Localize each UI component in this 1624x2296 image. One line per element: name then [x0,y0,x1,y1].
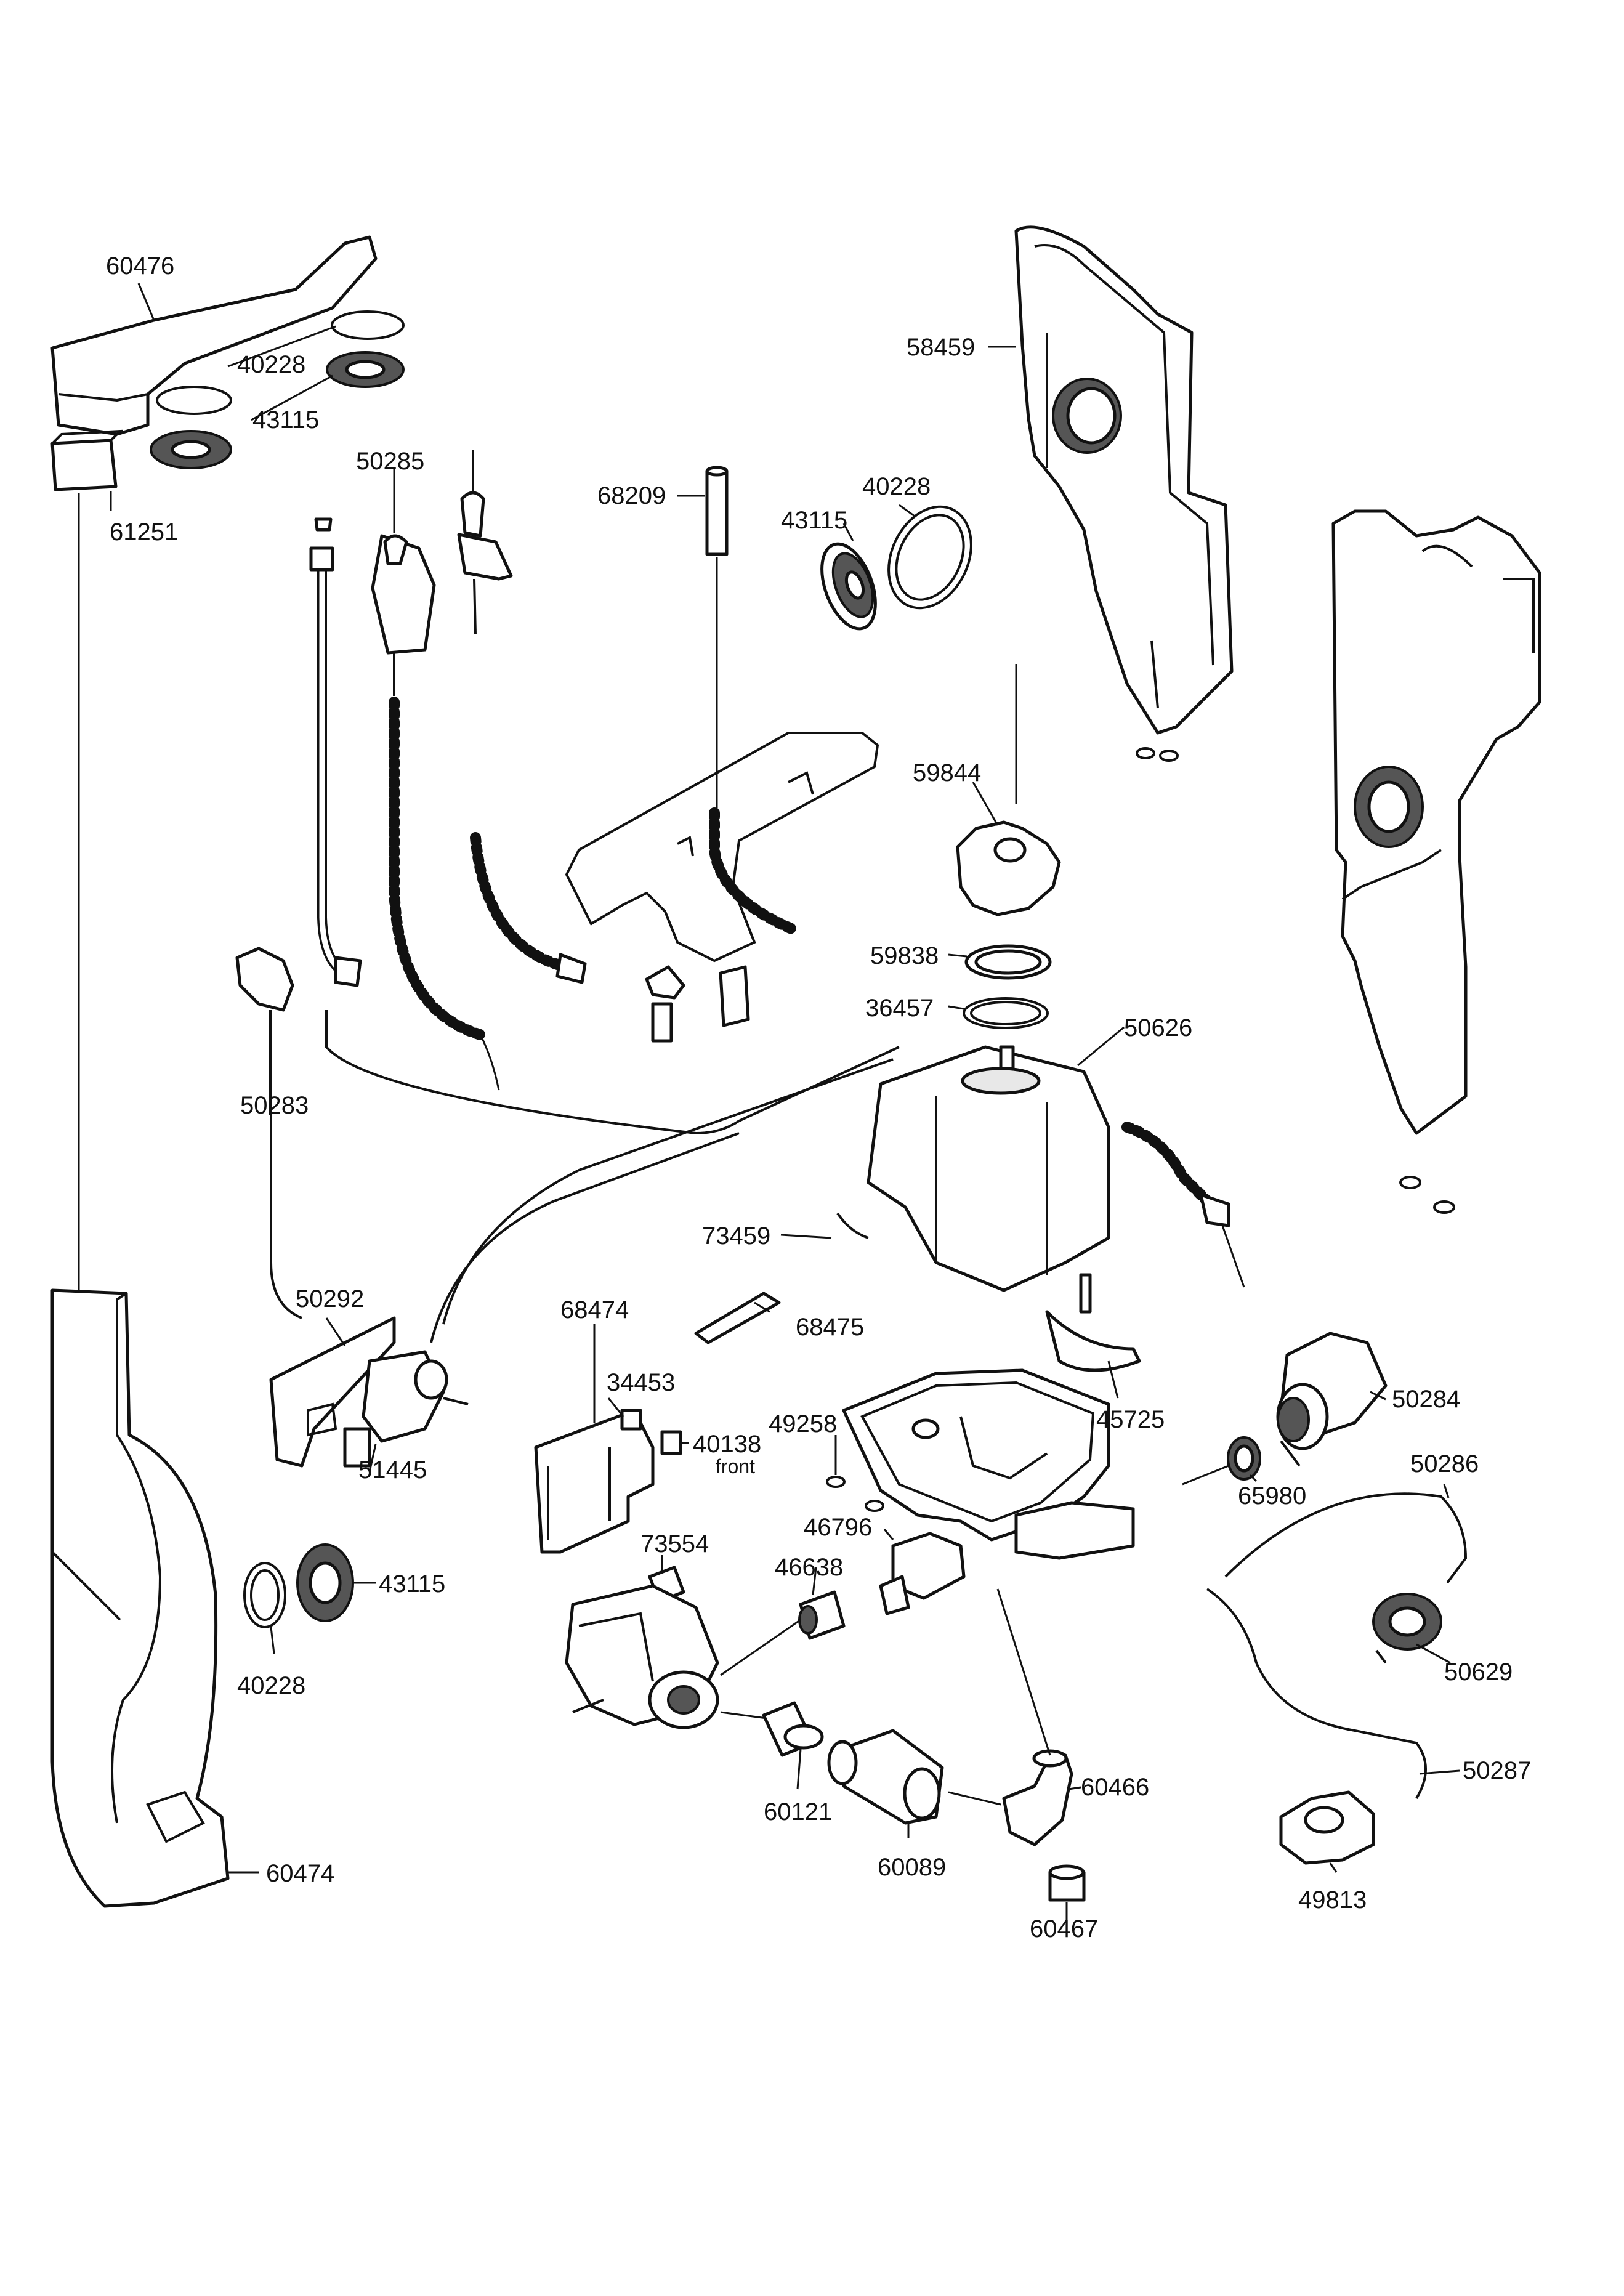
leader-sump-elbow [996,1588,1051,1756]
label-50286: 50286 [1410,1450,1479,1477]
label-49258: 49258 [769,1410,837,1437]
wire-valve [442,1058,894,1325]
label-59838: 59838 [870,942,939,969]
part-36457-seal[interactable] [963,997,1049,1029]
part-50284-drain-pump[interactable] [1276,1332,1388,1467]
label-43115-mid: 43115 [781,507,847,534]
part-40138-clip[interactable] [660,1430,682,1455]
part-46796-flow-sensor[interactable] [879,1532,966,1615]
leader-softener-hose [1221,1225,1245,1288]
label-65980: 65980 [1238,1482,1306,1510]
label-40138-front: front [716,1455,755,1477]
label-45725: 45725 [1096,1406,1165,1433]
label-60467: 60467 [1030,1915,1098,1942]
part-68475-strip[interactable] [694,1292,781,1344]
part-60467-cap[interactable] [1048,1864,1086,1902]
label-61251: 61251 [110,519,178,546]
wire-long [325,1010,900,1135]
label-73554: 73554 [640,1530,709,1558]
part-50629-pressure-switch[interactable] [1372,1593,1442,1664]
part-spray-housing-right[interactable] [1331,509,1541,1135]
part-50286-tube[interactable] [1224,1492,1468,1584]
label-60466: 60466 [1081,1774,1149,1801]
hose-73459[interactable] [836,1212,869,1239]
label-40228-mid: 40228 [862,473,931,500]
part-50287-tube[interactable] [1206,1588,1427,1800]
small-o-rings-58459 [1136,747,1179,762]
part-43115-filter-lower[interactable] [296,1543,354,1622]
part-49258-ring[interactable] [826,1476,884,1512]
part-heater-pump[interactable] [565,1584,719,1729]
label-40228-lower: 40228 [237,1672,305,1699]
part-40228-ring-mid[interactable] [873,493,987,621]
part-60466-elbow[interactable] [1002,1749,1073,1846]
label-60089: 60089 [878,1854,946,1881]
label-51445: 51445 [358,1457,427,1484]
part-40228-ring-top[interactable] [156,310,405,415]
part-wire-frame[interactable] [565,732,879,1043]
part-60121-hose[interactable] [762,1701,824,1757]
label-50287: 50287 [1463,1757,1531,1784]
part-65980-seal[interactable] [1227,1436,1261,1481]
label-68475: 68475 [796,1314,864,1341]
label-50629: 50629 [1444,1659,1513,1686]
part-softener-hose-right[interactable] [1121,1122,1230,1227]
part-68209-sleeve[interactable] [705,466,800,936]
part-50626-softener[interactable] [867,1045,1110,1292]
label-49813: 49813 [1298,1886,1367,1914]
label-34453: 34453 [607,1369,675,1396]
leader-pump-sensor [720,1619,801,1676]
part-68474-module[interactable] [534,1409,655,1554]
wire-valve-2 [430,1132,740,1343]
label-50284: 50284 [1392,1386,1460,1413]
part-50292-board[interactable] [269,1316,396,1468]
label-50283: 50283 [240,1092,309,1119]
part-40228-ring-lower[interactable] [243,1562,286,1628]
label-36457: 36457 [865,995,934,1022]
label-46796: 46796 [804,1514,872,1541]
label-40138: 40138 [693,1431,761,1458]
label-43115-lower: 43115 [379,1570,445,1598]
part-61251-block[interactable] [50,429,124,491]
part-60476-duct[interactable] [50,235,378,436]
part-34453-clip[interactable] [620,1409,642,1431]
part-51445-valve[interactable] [343,1350,469,1468]
leader-heater-elbow [948,1791,1001,1806]
part-labels: 60476 40228 43115 61251 50285 68209 4311… [106,253,1531,1942]
small-o-rings-right [1399,1176,1455,1214]
leader-pump-hose [720,1711,767,1720]
label-60121: 60121 [764,1798,832,1825]
label-46638: 46638 [775,1554,843,1581]
label-60474: 60474 [266,1860,334,1887]
part-45725-cover[interactable] [1045,1273,1141,1372]
label-60476: 60476 [106,253,174,280]
part-59844-cap[interactable] [956,820,1061,916]
label-43115-top: 43115 [252,406,319,434]
label-59844: 59844 [913,759,981,786]
label-58459: 58459 [907,334,975,361]
part-50285-hose[interactable] [309,450,587,1091]
part-46638-fitting[interactable] [798,1590,846,1640]
label-leaders [110,283,1460,1922]
part-58459-spray-housing[interactable] [1014,225,1234,735]
part-50283-plug[interactable] [235,947,302,1319]
part-43115-filter-mid[interactable] [812,536,886,636]
label-68474: 68474 [560,1296,629,1324]
part-sump-base[interactable] [842,1368,1135,1560]
label-50626: 50626 [1124,1014,1192,1041]
part-60474-duct[interactable] [50,1288,230,1908]
label-40228-top: 40228 [237,351,305,378]
label-68209: 68209 [597,482,666,509]
label-50292: 50292 [296,1285,364,1312]
leader-65980 [1182,1465,1229,1486]
part-43115-filter-top[interactable] [150,351,405,469]
label-73459: 73459 [702,1223,770,1250]
part-59838-ring[interactable] [964,944,1052,980]
label-50285: 50285 [356,448,424,475]
part-60089-heater[interactable] [827,1729,944,1825]
part-49813-pressure-switch[interactable] [1279,1790,1375,1865]
